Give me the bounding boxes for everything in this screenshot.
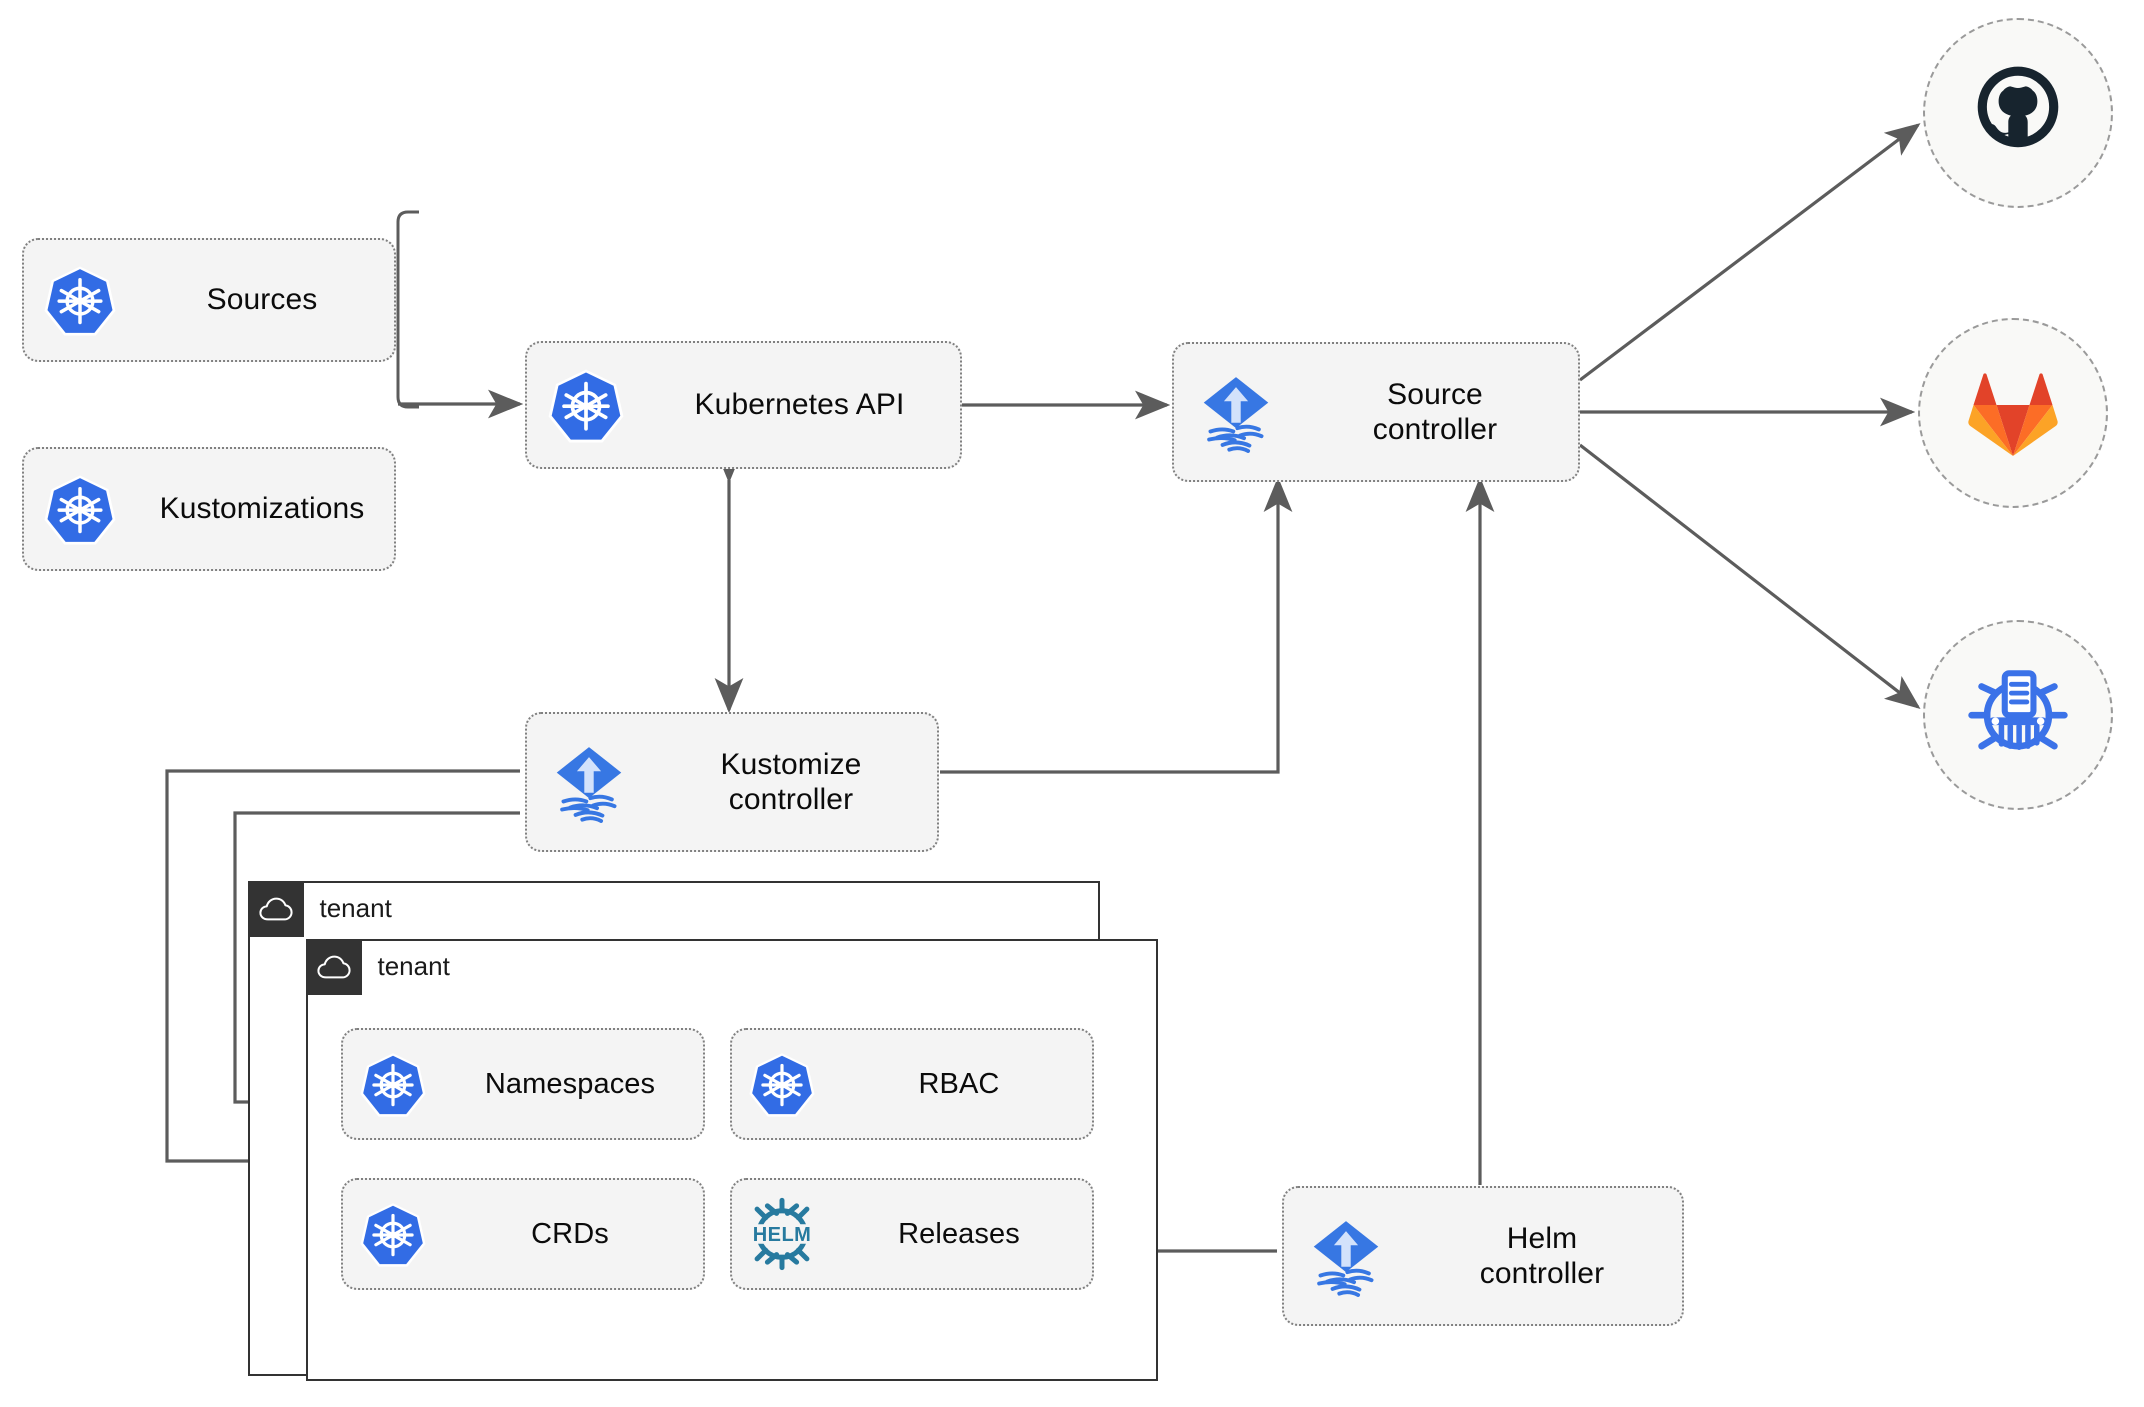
kubernetes-icon bbox=[343, 1201, 443, 1267]
flux-icon bbox=[1284, 1213, 1408, 1299]
node-namespaces[interactable]: Namespaces bbox=[341, 1028, 705, 1140]
gitlab-icon bbox=[1961, 361, 2065, 466]
tenant-frame-inner[interactable]: tenant bbox=[305, 938, 1158, 1381]
flux-icon bbox=[1174, 369, 1298, 455]
provider-gitlab[interactable] bbox=[1918, 318, 2108, 508]
node-label: CRDs bbox=[531, 1217, 609, 1250]
kubernetes-icon bbox=[24, 473, 136, 545]
github-icon bbox=[1968, 61, 2068, 166]
label-line-1: Source bbox=[1387, 377, 1483, 411]
kubernetes-icon bbox=[527, 367, 645, 443]
node-kubernetes-api[interactable]: Kubernetes API bbox=[525, 341, 962, 469]
kubernetes-icon bbox=[343, 1051, 443, 1117]
kubernetes-icon bbox=[732, 1051, 832, 1117]
kubernetes-icon bbox=[24, 264, 136, 336]
svg-text:HELM: HELM bbox=[753, 1224, 811, 1246]
node-kustomizations[interactable]: Kustomizations bbox=[22, 447, 396, 571]
node-rbac[interactable]: RBAC bbox=[730, 1028, 1094, 1140]
provider-github[interactable] bbox=[1923, 18, 2113, 208]
node-label: RBAC bbox=[918, 1067, 1000, 1100]
node-label: Namespaces bbox=[484, 1067, 656, 1100]
label-line-2: controller bbox=[1479, 1257, 1605, 1290]
node-sources[interactable]: Sources bbox=[22, 238, 396, 362]
node-label: Kubernetes API bbox=[694, 388, 905, 422]
tenant-label: tenant bbox=[319, 893, 392, 923]
tenant-label: tenant bbox=[377, 951, 450, 981]
helm-icon: HELM bbox=[732, 1195, 832, 1273]
node-label: Sources bbox=[206, 283, 318, 317]
label-line-2: controller bbox=[728, 783, 854, 816]
label-line-1: Kustomize bbox=[720, 747, 862, 781]
label-line-2: controller bbox=[1372, 413, 1498, 446]
node-source-controller[interactable]: Source controller bbox=[1172, 342, 1580, 482]
node-releases[interactable]: HELM Releases bbox=[730, 1178, 1094, 1290]
cloud-icon bbox=[305, 938, 362, 995]
node-label: Releases bbox=[898, 1217, 1020, 1250]
label-line-1: Helm bbox=[1506, 1221, 1578, 1255]
provider-bucket[interactable] bbox=[1923, 620, 2113, 810]
flux-icon bbox=[527, 739, 651, 825]
node-crds[interactable]: CRDs bbox=[341, 1178, 705, 1290]
node-label: Kustomizations bbox=[159, 492, 365, 526]
node-label: Source controller bbox=[1298, 377, 1578, 448]
tenant-header: tenant bbox=[305, 938, 450, 995]
node-label: Kustomize controller bbox=[651, 747, 937, 818]
node-kustomize-controller[interactable]: Kustomize controller bbox=[525, 712, 939, 852]
node-helm-controller[interactable]: Helm controller bbox=[1282, 1186, 1684, 1326]
cloud-icon bbox=[247, 880, 304, 937]
node-label: Helm controller bbox=[1408, 1221, 1682, 1292]
tenant-header: tenant bbox=[247, 880, 392, 937]
bucket-icon bbox=[1965, 660, 2071, 771]
